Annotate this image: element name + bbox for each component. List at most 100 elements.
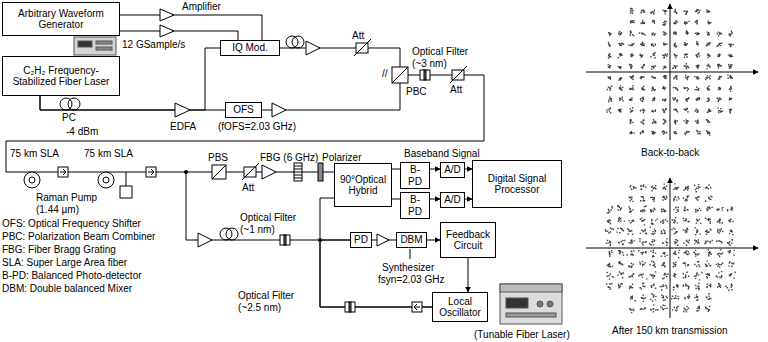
constellation-points <box>605 8 736 314</box>
coupler-dot <box>318 238 322 242</box>
fiber-line <box>280 48 400 67</box>
instrument-photo <box>500 284 562 324</box>
instrument-photo <box>506 298 528 308</box>
filter-symbol <box>284 235 286 245</box>
component-label: PBC <box>406 86 427 98</box>
signal-connector <box>120 15 262 40</box>
converter-box: A/D <box>440 192 465 208</box>
amplifier-symbol <box>160 9 174 21</box>
isolator-symbol <box>146 167 156 177</box>
fiber-loop <box>292 36 304 48</box>
component-label: (Tunable Fiber Laser) <box>474 329 570 341</box>
fiber-spool <box>103 177 109 183</box>
signal-connector <box>430 199 440 200</box>
fiber-spool <box>24 172 40 188</box>
signal-connector <box>372 240 396 241</box>
instrument-photo <box>78 41 92 47</box>
shifter-box: OFS <box>225 102 262 118</box>
amplifier-symbol <box>272 103 286 117</box>
hybrid-box: 90°Optical Hybrid <box>334 163 392 207</box>
fiber-loop <box>220 228 232 240</box>
polarization-mark: // <box>382 68 388 80</box>
amplifier-symbol <box>160 25 174 37</box>
coupler-dot <box>184 170 188 174</box>
abbreviation-note: DBM: Double balanced Mixer <box>2 283 132 295</box>
component-label: FBG (6 GHz) <box>260 152 318 164</box>
constellation-points <box>606 8 734 136</box>
isolator-symbol <box>412 302 422 312</box>
fiber-loop <box>60 98 72 110</box>
detector-box: B-PD <box>400 162 430 189</box>
component-label: Att <box>242 182 254 194</box>
frequency-label: fsyn=2.03 GHz <box>378 274 444 286</box>
splitter-symbol <box>212 165 226 179</box>
fiber-line <box>410 249 411 259</box>
fiber-loop <box>286 36 298 48</box>
plot-axis <box>586 248 758 249</box>
signal-connector <box>392 169 400 170</box>
plot-caption: After 150 km transmission <box>612 325 728 337</box>
amplifier-symbol <box>160 9 389 247</box>
component-label: Optical Filter (~2.5 nm) <box>238 290 316 313</box>
polarizer-symbol <box>318 163 323 181</box>
component-label: Amplifier <box>182 1 221 13</box>
signal-label: Baseband Signal <box>404 148 480 160</box>
fiber-loop <box>226 228 238 240</box>
abbreviation-note: PBC: Polarization Beam Combiner <box>2 231 155 243</box>
component-label: EDFA <box>170 121 196 133</box>
detector-box: B-PD <box>400 192 430 219</box>
component-label: PC <box>62 112 76 124</box>
signal-connector <box>468 258 469 292</box>
amplifier-symbol <box>175 103 190 117</box>
grating-symbol <box>294 166 302 178</box>
component-label: Att <box>450 84 462 96</box>
component-label: Raman Pump (1.44 µm) <box>36 192 100 215</box>
instrument-photo <box>547 301 553 307</box>
attenuator-symbol <box>242 163 259 180</box>
processor-box: Digital Signal Processor <box>472 160 562 208</box>
isolator-symbol <box>414 304 420 310</box>
node-text: B-PD <box>404 164 426 187</box>
amplifier-symbol <box>377 234 389 246</box>
isolator-symbol <box>58 167 68 177</box>
modulator-box: IQ Mod. <box>220 40 280 56</box>
signal-connector <box>427 240 440 241</box>
node-text: A/D <box>444 164 461 176</box>
fiber-line <box>126 172 127 186</box>
constellation-points <box>605 183 736 313</box>
component-label: Optical Filter (~3 nm) <box>412 46 474 69</box>
component-label: Polarizer <box>322 152 361 164</box>
isolator-symbol <box>148 169 154 175</box>
fiber-loop <box>68 98 80 110</box>
fiber-spool <box>29 177 35 183</box>
attenuator-symbol <box>452 70 464 80</box>
instrument-photo <box>537 301 543 307</box>
component-label: Synthesizer <box>382 262 434 274</box>
node-text: 90°Optical Hybrid <box>338 174 388 197</box>
signal-connector <box>430 169 440 170</box>
filter-symbol <box>420 70 430 80</box>
amplifier-symbol <box>198 233 212 247</box>
node-text: C₂H₂ Frequency-Stabilized Fiber Laser <box>6 65 116 88</box>
fiber-label: 75 km SLA <box>10 148 59 160</box>
attenuator-symbol <box>354 39 371 56</box>
filter-symbol <box>280 235 290 245</box>
pump-symbol <box>120 186 132 198</box>
fiber-line <box>186 172 350 240</box>
component-label: Optical Filter (~1 nm) <box>240 212 312 235</box>
frequency-label: (fOFS=2.03 GHz) <box>218 121 296 133</box>
node-text: Digital Signal Processor <box>476 173 558 196</box>
node-text: A/D <box>444 194 461 206</box>
signal-connector <box>120 31 238 40</box>
component-label: PBS <box>208 152 228 164</box>
splitter-symbol <box>392 67 408 83</box>
signal-connector <box>465 199 472 200</box>
abbreviation-note: B-PD: Balanced Photo-detector <box>2 270 142 282</box>
circuit-box: Feedback Circuit <box>440 222 496 258</box>
amplifier-symbol <box>306 41 320 55</box>
fiber-line <box>262 83 400 110</box>
attenuator-symbol <box>356 43 368 53</box>
component-label: Att <box>352 30 364 42</box>
instrument-photo <box>74 37 116 55</box>
